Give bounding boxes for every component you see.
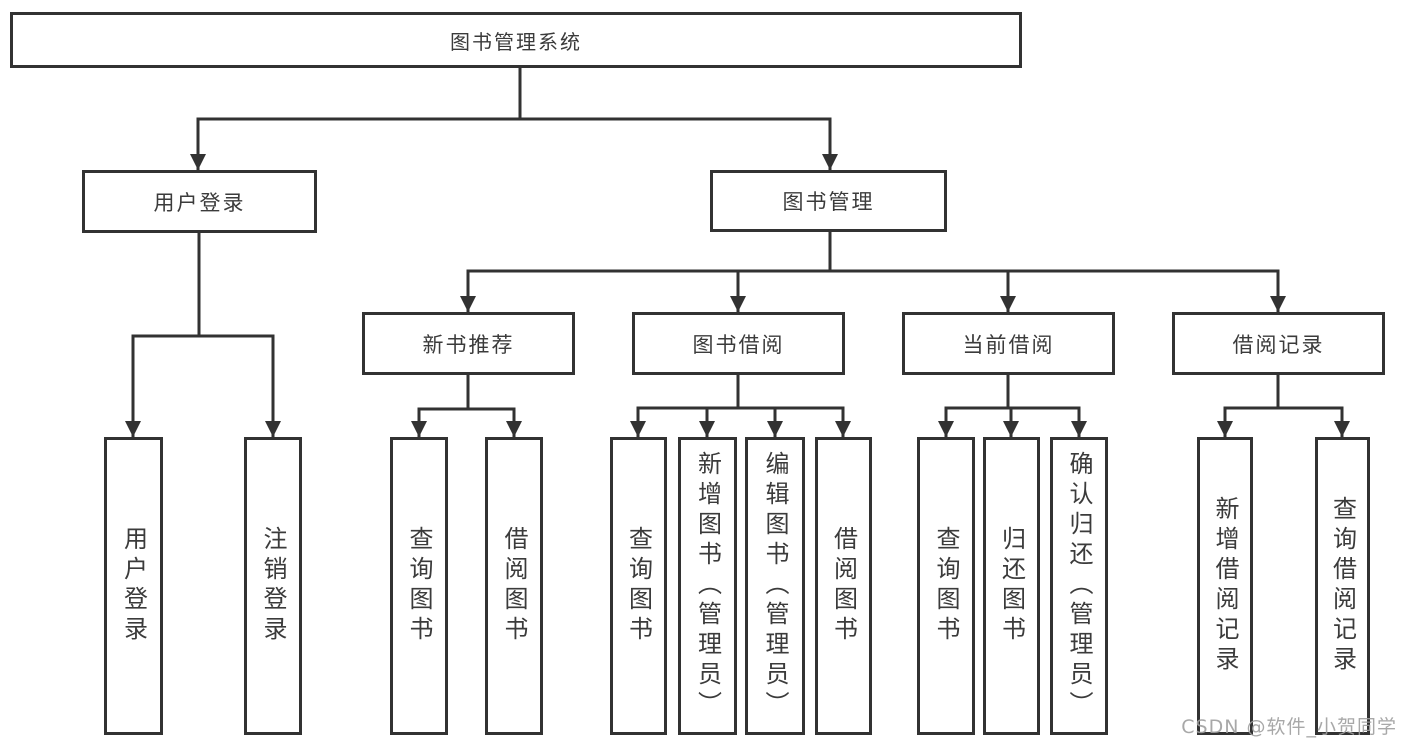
edge-trunk-root <box>196 68 832 121</box>
node-bb-query-label: 查询图书 <box>624 526 653 646</box>
node-br-add: 新增借阅记录 <box>1197 437 1253 735</box>
node-logout-leaf: 注销登录 <box>244 437 302 735</box>
node-rec-borrow: 借阅图书 <box>485 437 543 735</box>
node-current-borrow-label: 当前借阅 <box>962 332 1055 357</box>
node-rec-borrow-label: 借阅图书 <box>500 526 528 646</box>
edge-trunk-user-login <box>131 233 275 338</box>
node-bb-edit: 编辑图书（管理员） <box>745 437 805 735</box>
node-root: 图书管理系统 <box>10 12 1022 68</box>
node-borrow-records-label: 借阅记录 <box>1232 332 1325 357</box>
node-login-leaf: 用户登录 <box>104 437 163 735</box>
node-new-book-rec-label: 新书推荐 <box>422 332 515 357</box>
node-cb-return: 归还图书 <box>983 437 1040 735</box>
node-bb-edit-label: 编辑图书（管理员） <box>761 451 789 721</box>
node-bb-query: 查询图书 <box>610 437 667 735</box>
node-rec-query: 查询图书 <box>390 437 448 735</box>
node-bb-borrow-label: 借阅图书 <box>829 526 858 646</box>
watermark: CSDN @软件_小贺同学 <box>1181 716 1397 738</box>
edge-trunk-book-mgmt <box>466 232 1280 273</box>
node-cb-query-label: 查询图书 <box>932 526 960 646</box>
node-br-query: 查询借阅记录 <box>1315 437 1370 735</box>
edge-trunk-new-book-rec <box>417 375 516 411</box>
node-book-mgmt-label: 图书管理 <box>782 190 875 214</box>
node-cb-query: 查询图书 <box>917 437 975 735</box>
node-cb-confirm-label: 确认归还（管理员） <box>1065 451 1093 721</box>
edge-trunk-borrow-records <box>1223 375 1344 410</box>
node-login-leaf-label: 用户登录 <box>119 526 148 646</box>
node-book-mgmt: 图书管理 <box>710 170 947 232</box>
node-book-borrow: 图书借阅 <box>632 312 845 375</box>
node-current-borrow: 当前借阅 <box>902 312 1115 375</box>
edge-trunk-book-borrow <box>636 375 845 410</box>
node-br-add-label: 新增借阅记录 <box>1211 496 1239 676</box>
node-bb-add-label: 新增图书（管理员） <box>693 451 722 721</box>
node-new-book-rec: 新书推荐 <box>362 312 575 375</box>
node-bb-add: 新增图书（管理员） <box>678 437 737 735</box>
node-book-borrow-label: 图书借阅 <box>692 332 785 357</box>
node-borrow-records: 借阅记录 <box>1172 312 1385 375</box>
node-root-label: 图书管理系统 <box>450 29 582 54</box>
node-rec-query-label: 查询图书 <box>405 526 433 646</box>
node-br-query-label: 查询借阅记录 <box>1328 496 1357 676</box>
node-cb-return-label: 归还图书 <box>997 526 1026 646</box>
node-logout-leaf-label: 注销登录 <box>259 526 287 646</box>
node-bb-borrow: 借阅图书 <box>815 437 872 735</box>
node-user-login: 用户登录 <box>82 170 317 233</box>
node-user-login-label: 用户登录 <box>153 190 246 215</box>
edge-trunk-current-borrow <box>944 375 1081 410</box>
node-cb-confirm: 确认归还（管理员） <box>1050 437 1108 735</box>
